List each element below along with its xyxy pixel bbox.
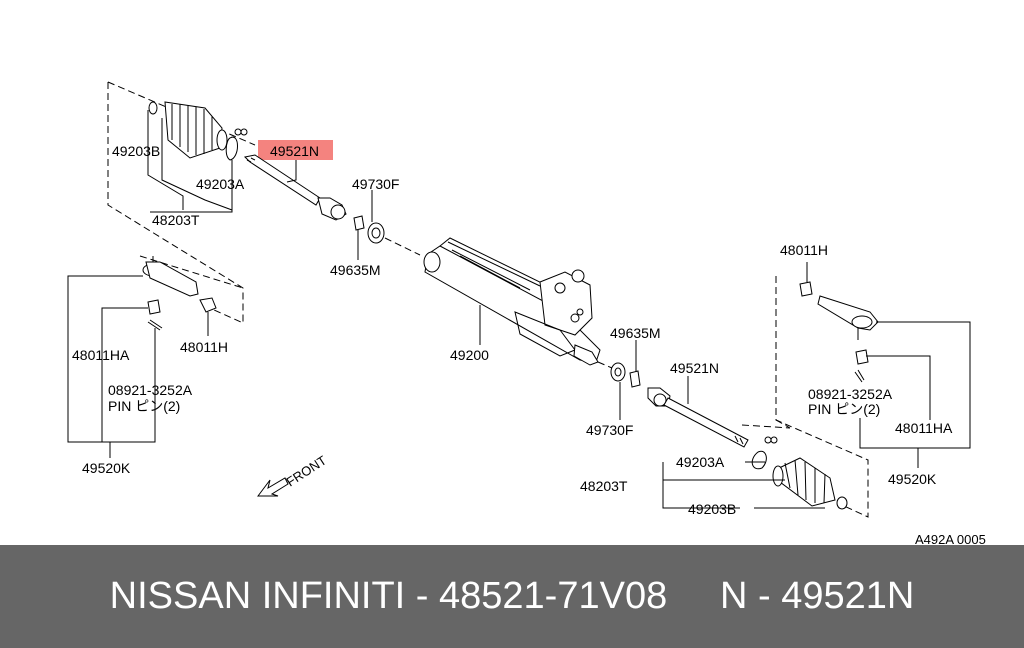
label-49203A-bottom: 49203A	[676, 454, 725, 470]
label-49635M-mid: 49635M	[610, 325, 661, 341]
washer-top-icon	[353, 215, 385, 244]
label-49520K-right: 49520K	[888, 471, 937, 487]
boot-left-icon	[148, 101, 248, 161]
steering-rack-body-icon	[423, 237, 601, 366]
label-48011HA-right: 48011HA	[895, 420, 953, 436]
front-arrow-icon	[257, 477, 289, 497]
axis-line	[384, 237, 421, 256]
label-08921-3252A-right: 08921-3252A	[808, 386, 893, 402]
leader-line	[101, 307, 148, 442]
label-pin: PIN ピン(2)	[108, 398, 180, 414]
footer-bar: NISSAN INFINITI - 48521-71V08 N - 49521N	[0, 545, 1024, 648]
washer-mid-icon	[610, 362, 641, 388]
steering-rack-diagram: 49203B 49521N 49203A 49730F 48203T 49635…	[67, 81, 986, 545]
label-49521N-highlighted: 49521N	[270, 143, 319, 159]
tie-rod-end-right-icon	[799, 281, 879, 383]
label-48011H-right: 48011H	[780, 242, 828, 258]
frame-line	[139, 255, 244, 289]
frame-line	[775, 419, 791, 429]
reference-code: A492A 0005	[915, 532, 986, 545]
frame-line	[775, 276, 869, 518]
label-pin-right: PIN ピン(2)	[808, 401, 880, 417]
label-49203A: 49203A	[196, 176, 245, 192]
leader-line	[866, 355, 931, 420]
leader-line	[147, 110, 184, 210]
leader-line	[67, 275, 156, 443]
tie-rod-right-icon	[647, 387, 749, 448]
highlight-49521N	[258, 140, 333, 160]
label-49635M: 49635M	[330, 262, 381, 278]
axis-line	[597, 361, 613, 369]
leader-line	[161, 118, 233, 211]
label-front: FRONT	[283, 453, 329, 490]
leader-line	[859, 321, 971, 449]
label-49203B-bottom: 49203B	[688, 501, 736, 517]
label-48011HA: 48011HA	[72, 347, 130, 363]
part-number-caption: NISSAN INFINITI - 48521-71V08 N - 49521N	[109, 575, 915, 617]
boot-right-icon	[751, 436, 848, 510]
tie-rod-end-left-icon	[142, 256, 217, 331]
label-08921-3252A: 08921-3252A	[108, 382, 193, 398]
label-48203T: 48203T	[152, 212, 200, 228]
label-48011H: 48011H	[180, 339, 228, 355]
label-49520K: 49520K	[82, 460, 131, 476]
label-49203B: 49203B	[112, 143, 160, 159]
frame-line	[741, 424, 791, 429]
frame-line	[107, 82, 244, 324]
leader-line	[662, 462, 740, 509]
tie-rod-left-icon	[243, 154, 347, 221]
label-49200: 49200	[450, 347, 489, 363]
label-49730F: 49730F	[352, 176, 399, 192]
label-49730F-mid: 49730F	[586, 422, 633, 438]
leader-line	[150, 160, 233, 213]
leader-line	[286, 160, 297, 183]
label-48203T-bottom: 48203T	[580, 478, 628, 494]
label-49521N-mid: 49521N	[670, 360, 719, 376]
